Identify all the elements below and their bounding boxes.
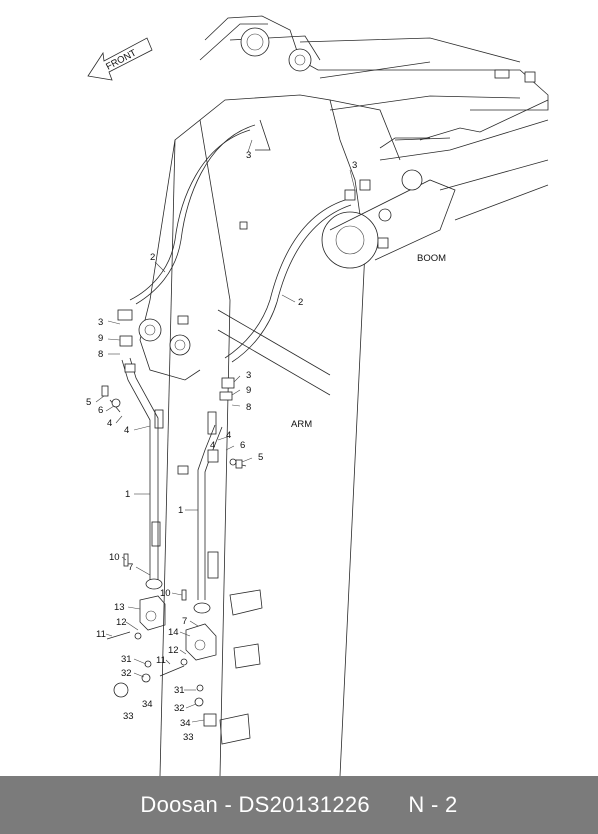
callout-13: 13 <box>114 602 125 613</box>
boom-structure <box>199 15 549 221</box>
callout-12: 12 <box>168 645 179 656</box>
footer-separator: - <box>218 792 239 817</box>
footer-part-number: DS20131226 <box>238 792 370 817</box>
callout-11: 11 <box>156 655 166 666</box>
pipe-line-left <box>106 124 256 698</box>
callout-3: 3 <box>246 150 251 161</box>
footer-brand: Doosan <box>140 792 219 817</box>
callout-5: 5 <box>86 397 91 408</box>
boom-pin-right <box>288 48 312 72</box>
callout-10: 10 <box>109 552 120 563</box>
callout-32: 32 <box>121 668 132 679</box>
callout-6: 6 <box>240 440 245 451</box>
flange-block-14 <box>185 623 217 661</box>
hydraulic-piping-diagram: FRONT <box>86 15 549 776</box>
arm-structure <box>138 94 456 776</box>
arm-pin-lower-left <box>138 318 162 342</box>
callout-31: 31 <box>121 654 132 665</box>
callout-10: 10 <box>160 588 171 599</box>
callout-6: 6 <box>98 405 103 416</box>
callout-9: 9 <box>246 385 251 396</box>
callout-32: 32 <box>174 703 185 714</box>
callout-4: 4 <box>210 440 215 451</box>
footer-gap <box>370 792 408 818</box>
callout-4: 4 <box>107 418 112 429</box>
boom-label: BOOM <box>417 253 446 264</box>
footer-bar: Doosan - DS20131226 N - 2 <box>0 776 598 834</box>
callout-3: 3 <box>352 160 357 171</box>
leader-lines <box>95 139 356 723</box>
callout-3: 3 <box>246 370 251 381</box>
callout-12: 12 <box>116 617 127 628</box>
callout-3: 3 <box>98 317 103 328</box>
callout-2: 2 <box>298 297 303 308</box>
callout-1: 1 <box>178 505 183 516</box>
callout-34: 34 <box>142 699 153 710</box>
pipe-line-right <box>159 179 371 727</box>
callout-2: 2 <box>150 252 155 263</box>
callout-numbers: 2 2 3 3 3 3 9 9 8 8 5 5 6 6 4 4 4 4 1 1 … <box>86 150 357 743</box>
callout-8: 8 <box>246 402 251 413</box>
callout-5: 5 <box>258 452 263 463</box>
footer-page: N - 2 <box>408 792 458 817</box>
front-label: FRONT <box>104 47 138 72</box>
callout-4: 4 <box>124 425 129 436</box>
callout-7: 7 <box>128 562 133 573</box>
arm-pin-lower <box>169 334 191 356</box>
callout-14: 14 <box>168 627 179 638</box>
callout-7: 7 <box>182 616 187 627</box>
callout-34: 34 <box>180 718 191 729</box>
callout-33: 33 <box>183 732 194 743</box>
front-arrow: FRONT <box>87 37 153 81</box>
callout-11: 11 <box>96 629 106 640</box>
arm-label: ARM <box>291 419 312 430</box>
callout-9: 9 <box>98 333 103 344</box>
flange-block-13 <box>139 595 166 631</box>
boom-pin-upper <box>240 27 270 57</box>
callout-33: 33 <box>123 711 134 722</box>
callout-4: 4 <box>226 430 231 441</box>
callout-1: 1 <box>125 489 130 500</box>
callout-31: 31 <box>174 685 185 696</box>
callout-8: 8 <box>98 349 103 360</box>
